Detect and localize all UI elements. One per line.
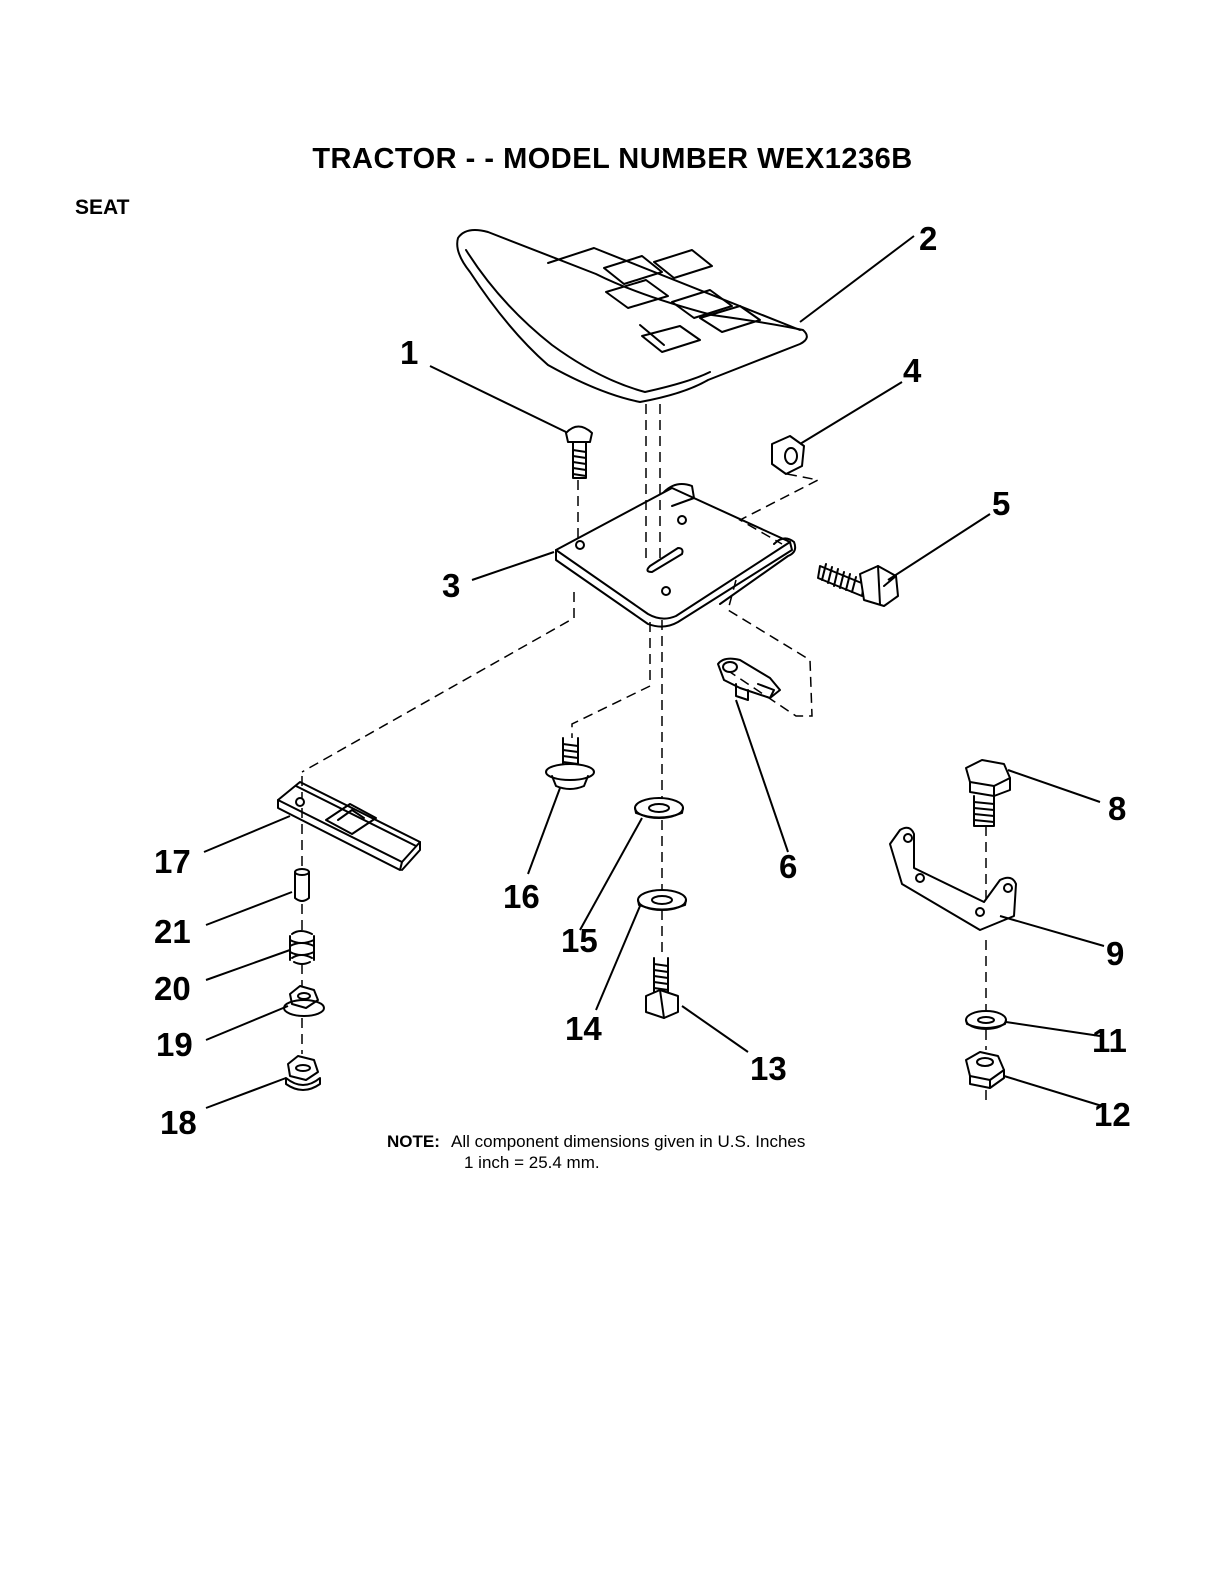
spring-part [290,931,314,964]
callout-19: 19 [156,1026,193,1063]
shoulder-bolt-part [818,564,898,606]
bracket-part [890,828,1016,930]
seat-part [457,230,807,402]
note-text-2: 1 inch = 25.4 mm. [387,1152,805,1173]
flange-bolt-part [546,738,594,789]
note-line-1: NOTE:All component dimensions given in U… [387,1131,805,1152]
callout-1: 1 [400,334,418,371]
callout-8: 8 [1108,790,1126,827]
note-label: NOTE: [387,1131,451,1152]
callout-13: 13 [750,1050,787,1087]
callout-17: 17 [154,843,191,880]
washer-part [966,1011,1006,1029]
hex-bolt-part [966,760,1010,826]
hex-bolt-part [646,958,678,1018]
nut-part [772,436,804,474]
callout-5: 5 [992,485,1010,522]
carriage-bolt-part [566,427,592,479]
dimension-note: NOTE:All component dimensions given in U… [387,1131,805,1173]
callout-6: 6 [779,848,797,885]
washer-part [635,798,683,818]
callout-15: 15 [561,922,598,959]
seat-pan-part [556,484,795,627]
slide-rail-part [278,782,420,870]
callout-11: 11 [1092,1022,1127,1059]
callout-9: 9 [1106,935,1124,972]
spacer-part [295,869,309,901]
note-text-1: All component dimensions given in U.S. I… [451,1132,805,1151]
callout-4: 4 [903,352,922,389]
callout-16: 16 [503,878,540,915]
callout-21: 21 [154,913,191,950]
flange-nut-part [286,1056,320,1090]
lock-nut-part [966,1052,1004,1088]
callout-12: 12 [1094,1096,1131,1133]
callout-3: 3 [442,567,460,604]
callout-20: 20 [154,970,191,1007]
callout-18: 18 [160,1104,197,1141]
washer-part [638,890,686,910]
flange-nut-part [284,986,324,1016]
callout-14: 14 [565,1010,602,1047]
latch-part [718,659,780,700]
callout-2: 2 [919,220,937,257]
